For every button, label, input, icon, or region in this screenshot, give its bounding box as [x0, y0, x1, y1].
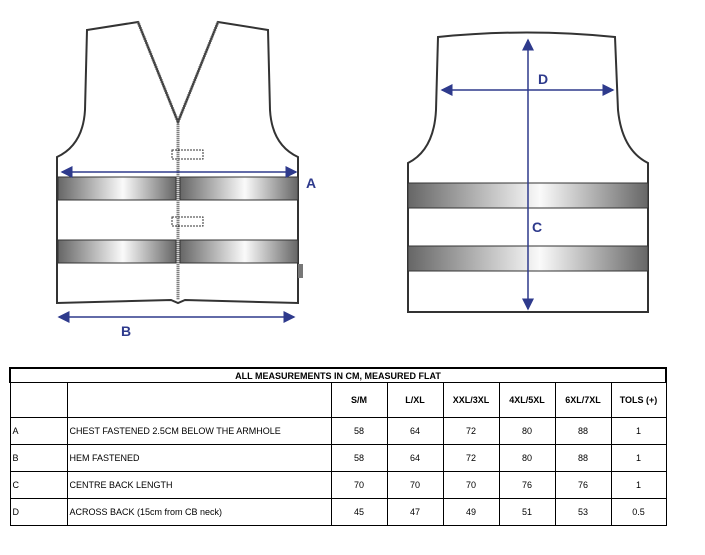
- measurement-value: 64: [386, 417, 444, 445]
- measurement-value: 53: [554, 498, 612, 526]
- measurement-value: 70: [330, 471, 388, 499]
- measurement-value: 1: [610, 444, 667, 472]
- measurement-value: 64: [386, 444, 444, 472]
- vest-diagrams: A B D C: [56, 20, 649, 339]
- header-cell: TOLS (+): [610, 382, 667, 418]
- measurement-value: 45: [330, 498, 388, 526]
- row-description: HEM FASTENED: [66, 444, 332, 472]
- header-cell: XXL/3XL: [442, 382, 500, 418]
- measurements-table: ALL MEASUREMENTS IN CM, MEASURED FLAT S/…: [9, 367, 667, 526]
- measurement-value: 76: [498, 471, 556, 499]
- measurement-value: 58: [330, 444, 388, 472]
- measurement-value: 80: [498, 417, 556, 445]
- measurement-value: 70: [386, 471, 444, 499]
- measurement-value: 70: [442, 471, 500, 499]
- row-description: CENTRE BACK LENGTH: [66, 471, 332, 499]
- label-b: B: [121, 323, 131, 339]
- measurement-value: 76: [554, 471, 612, 499]
- measurement-value: 49: [442, 498, 500, 526]
- measurement-value: 0.5: [610, 498, 667, 526]
- measurement-value: 80: [498, 444, 556, 472]
- front-vest-drawing: A B: [56, 20, 316, 339]
- row-description: CHEST FASTENED 2.5CM BELOW THE ARMHOLE: [66, 417, 332, 445]
- row-code: C: [9, 471, 68, 499]
- table-header: S/M L/XL XXL/3XL 4XL/5XL 6XL/7XL TOLS (+…: [9, 382, 667, 418]
- label-c: C: [532, 219, 542, 235]
- row-description: ACROSS BACK (15cm from CB neck): [66, 498, 332, 526]
- measurement-value: 1: [610, 417, 667, 445]
- header-cell: 6XL/7XL: [554, 382, 612, 418]
- header-cell: [66, 382, 332, 418]
- header-cell: S/M: [330, 382, 388, 418]
- back-vest-drawing: D C: [407, 31, 649, 313]
- header-cell: 4XL/5XL: [498, 382, 556, 418]
- measurement-value: 1: [610, 471, 667, 499]
- measurement-value: 72: [442, 444, 500, 472]
- row-code: B: [9, 444, 68, 472]
- header-cell: [9, 382, 68, 418]
- measurement-value: 72: [442, 417, 500, 445]
- measurement-value: 88: [554, 444, 612, 472]
- header-cell: L/XL: [386, 382, 444, 418]
- label-d: D: [538, 71, 548, 87]
- table-title: ALL MEASUREMENTS IN CM, MEASURED FLAT: [9, 367, 667, 383]
- measurement-value: 51: [498, 498, 556, 526]
- row-code: D: [9, 498, 68, 526]
- measurement-value: 58: [330, 417, 388, 445]
- label-a: A: [306, 175, 316, 191]
- measurement-value: 47: [386, 498, 444, 526]
- row-code: A: [9, 417, 68, 445]
- measurement-value: 88: [554, 417, 612, 445]
